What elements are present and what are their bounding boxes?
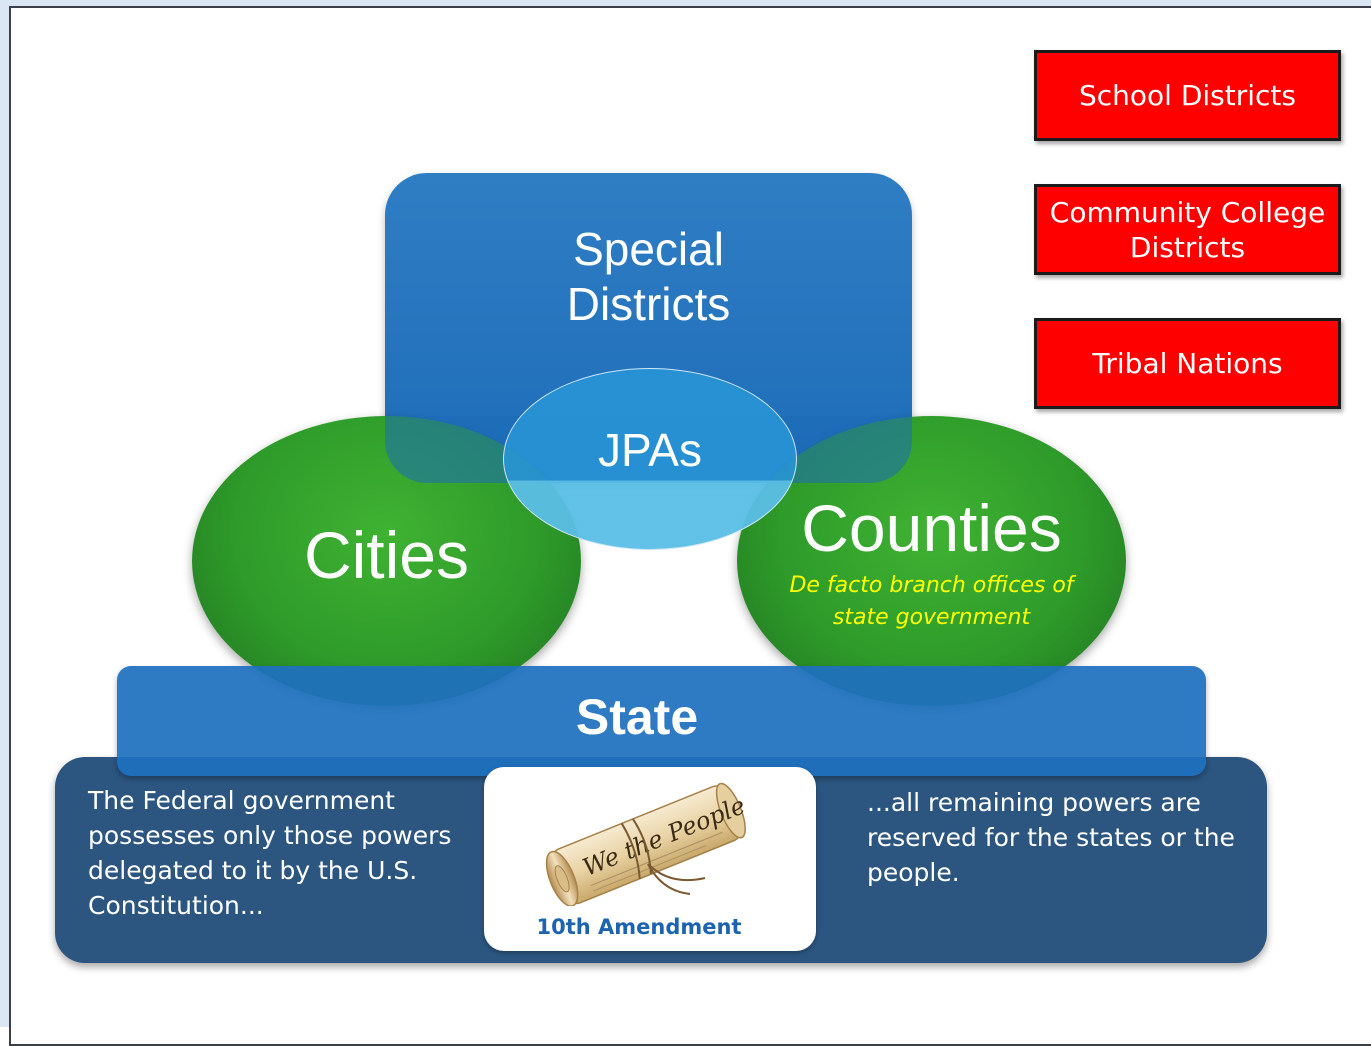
community-college-districts-box: Community College Districts (1034, 184, 1341, 275)
special-districts-label: Special Districts (566, 223, 731, 330)
top-border-strip (0, 0, 1371, 6)
cities-label: Cities (303, 518, 470, 592)
federal-powers-text: The Federal government possesses only th… (88, 786, 452, 920)
amendment-label: 10th Amendment (536, 915, 742, 939)
school-districts-label: School Districts (1078, 79, 1296, 112)
school-districts-box: School Districts (1034, 50, 1341, 141)
state-label: State (575, 689, 699, 745)
left-border-strip (0, 0, 9, 1027)
community-college-districts-label: Community College Districts (1049, 195, 1326, 264)
state-bar (117, 666, 1206, 776)
tribal-nations-box: Tribal Nations (1034, 318, 1341, 409)
reserved-powers-text: ...all remaining powers are reserved for… (867, 788, 1235, 887)
tribal-nations-label: Tribal Nations (1092, 347, 1283, 380)
constitution-scroll-icon: We the People (545, 782, 749, 906)
counties-note: De facto branch offices of state governm… (789, 573, 1074, 630)
counties-label: Counties (801, 491, 1062, 565)
jpas-label: JPAs (598, 424, 702, 476)
jpas-oval (503, 368, 797, 550)
